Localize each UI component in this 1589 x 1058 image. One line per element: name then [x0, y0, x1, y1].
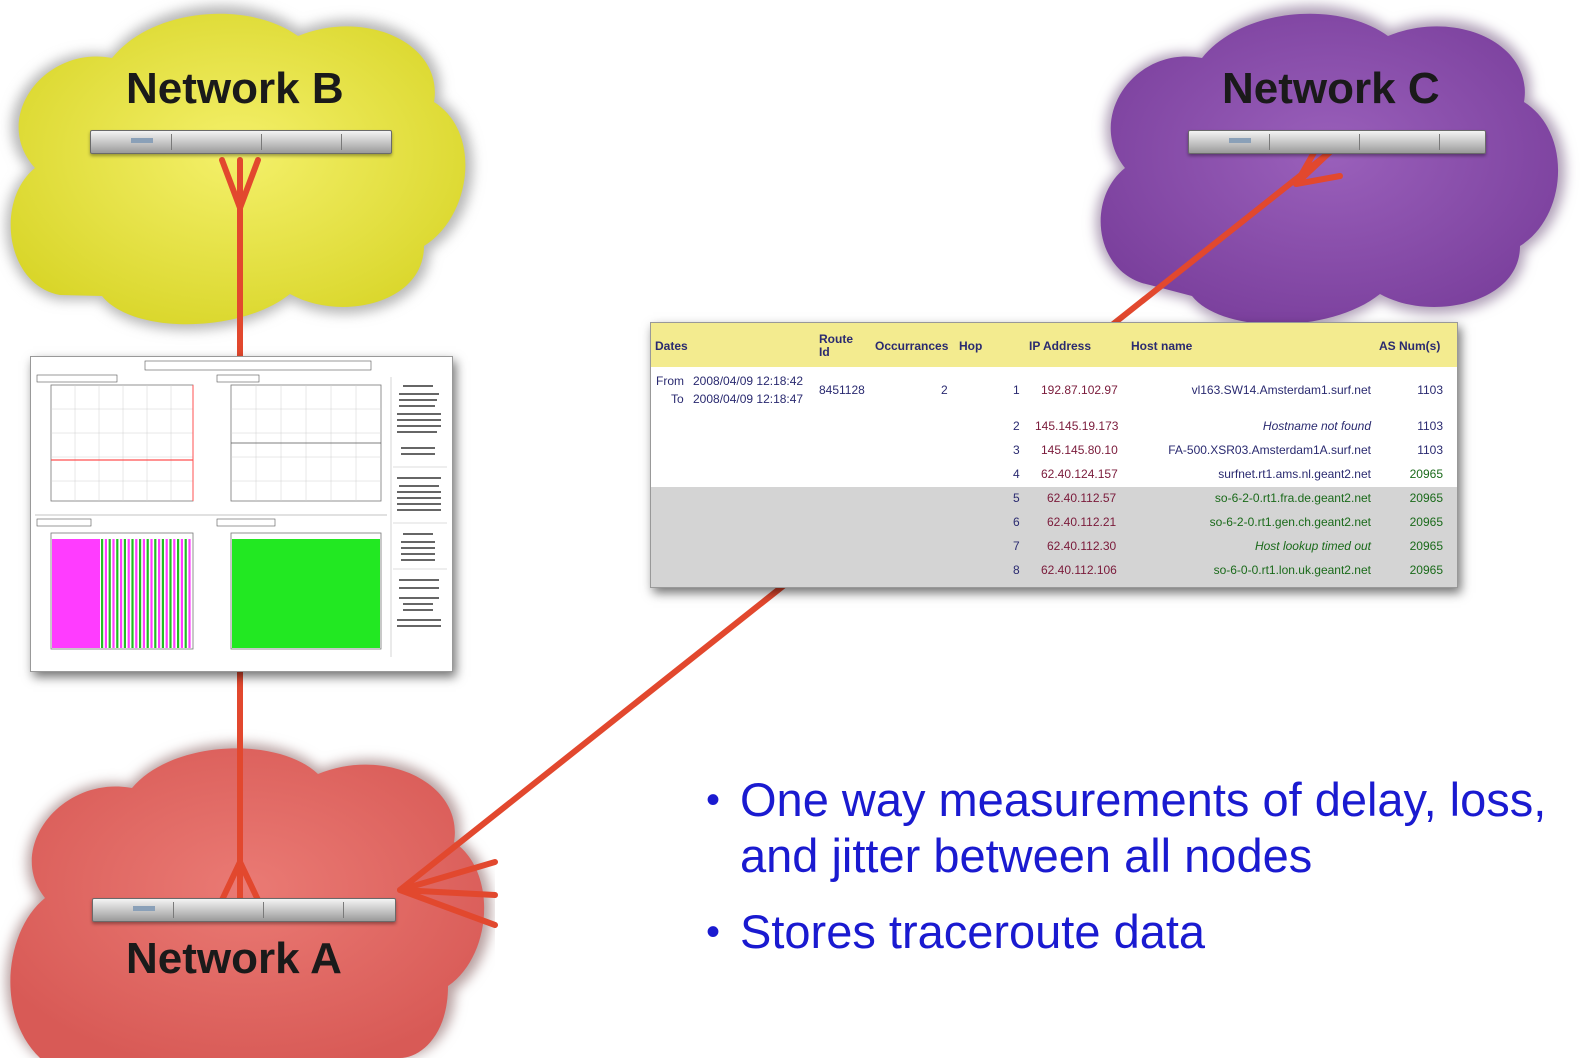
- loss-stripe: [142, 539, 145, 648]
- table-row-1-hop: 1: [1013, 383, 1020, 397]
- bullet-text-2: Stores traceroute data: [740, 905, 1206, 958]
- table-row-8-ip: 62.40.112.106: [1041, 563, 1117, 577]
- network-c-label: Network C: [1222, 64, 1440, 113]
- loss-stripe: [120, 539, 123, 648]
- header-hop: Hop: [959, 339, 983, 353]
- delay-graph-svg: [35, 360, 447, 657]
- header-host: Host name: [1131, 339, 1193, 353]
- to-label: To: [671, 392, 684, 406]
- loss-stripe: [123, 539, 126, 648]
- loss-area: [52, 539, 100, 648]
- delay-graph-panel: [30, 356, 453, 672]
- header-route-id: Route Id: [819, 332, 853, 359]
- loss-stripe: [180, 539, 183, 648]
- crowfoot-a-top: [219, 859, 261, 903]
- table-row-1-as: 1103: [1417, 383, 1443, 397]
- loss-stripe: [146, 539, 149, 648]
- loss-stripe: [116, 539, 119, 648]
- router-b: [90, 130, 392, 154]
- crowfoot-a-right: [397, 859, 498, 928]
- table-row-6-host: so-6-2-0.rt1.gen.ch.geant2.net: [1209, 515, 1371, 529]
- table-row-8-host: so-6-0-0.rt1.lon.uk.geant2.net: [1213, 563, 1371, 577]
- table-row-2-hop: 2: [1013, 419, 1020, 433]
- traceroute-header: Dates Route Id Occurrances Hop IP Addres…: [651, 323, 1457, 367]
- table-row-4-hop: 4: [1013, 467, 1020, 481]
- bullet-list: • One way measurements of delay, loss, a…: [706, 772, 1566, 980]
- loss-stripe: [161, 539, 164, 648]
- bullet-dot-icon: •: [706, 910, 721, 954]
- table-row-3-as: 1103: [1417, 443, 1443, 457]
- bullet-text-1: One way measurements of delay, loss, and…: [740, 773, 1547, 882]
- loss-stripe: [131, 539, 134, 648]
- table-row-1-host: vl163.SW14.Amsterdam1.surf.net: [1191, 383, 1371, 397]
- bullet-dot-icon: •: [706, 778, 721, 822]
- route-id-value: 8451128: [819, 383, 865, 397]
- table-row-8-as: 20965: [1409, 563, 1443, 577]
- network-b-label: Network B: [126, 64, 344, 113]
- table-row-2-as: 1103: [1417, 419, 1443, 433]
- loss-stripe: [165, 539, 168, 648]
- loss-stripe: [184, 539, 187, 648]
- header-ip: IP Address: [1029, 339, 1092, 353]
- crowfoot-b: [219, 157, 261, 211]
- loss-stripe: [188, 539, 191, 648]
- table-row-1-ip: 192.87.102.97: [1041, 383, 1118, 397]
- from-label: From: [656, 374, 684, 388]
- table-row-2-ip: 145.145.19.173: [1035, 419, 1119, 433]
- table-row-3-ip: 145.145.80.10: [1041, 443, 1118, 457]
- table-row-5-ip: 62.40.112.57: [1047, 491, 1117, 505]
- bullet-item-1: • One way measurements of delay, loss, a…: [706, 772, 1566, 884]
- to-date: 2008/04/09 12:18:47: [693, 392, 804, 406]
- loss-stripe: [104, 539, 107, 648]
- table-row-5-hop: 5: [1013, 491, 1020, 505]
- traceroute-table: Dates Route Id Occurrances Hop IP Addres…: [650, 322, 1458, 588]
- loss-stripe: [108, 539, 111, 648]
- loss-stripe: [127, 539, 130, 648]
- loss-stripe: [135, 539, 138, 648]
- cloud-a-mask: [495, 860, 755, 1058]
- header-as: AS Num(s): [1379, 339, 1441, 353]
- header-occurrances: Occurrances: [875, 339, 949, 353]
- loss-stripe: [150, 539, 153, 648]
- grey-row-band: [651, 487, 1457, 587]
- table-row-6-as: 20965: [1409, 515, 1443, 529]
- loss-stripe: [112, 539, 115, 648]
- from-date: 2008/04/09 12:18:42: [693, 374, 804, 388]
- table-row-7-ip: 62.40.112.30: [1047, 539, 1117, 553]
- table-row-3-hop: 3: [1013, 443, 1020, 457]
- table-row-4-ip: 62.40.124.157: [1041, 467, 1118, 481]
- loss-stripe: [169, 539, 172, 648]
- loss-stripes: [101, 539, 191, 648]
- loss-stripe: [139, 539, 142, 648]
- table-row-4-as: 20965: [1409, 467, 1443, 481]
- header-dates: Dates: [655, 339, 688, 353]
- received-area: [232, 539, 380, 648]
- table-row-2-host: Hostname not found: [1262, 419, 1371, 433]
- occurrances-value: 2: [941, 383, 948, 397]
- table-row-7-host: Host lookup timed out: [1254, 539, 1371, 553]
- delay-plot: [50, 384, 194, 502]
- table-row-4-host: surfnet.rt1.ams.nl.geant2.net: [1218, 467, 1371, 481]
- router-c: [1188, 130, 1486, 154]
- table-row-7-hop: 7: [1013, 539, 1020, 553]
- table-row-7-as: 20965: [1409, 539, 1443, 553]
- loss-stripe: [177, 539, 180, 648]
- table-row-6-hop: 6: [1013, 515, 1020, 529]
- table-row-8-hop: 8: [1013, 563, 1020, 577]
- table-row-6-ip: 62.40.112.21: [1047, 515, 1117, 529]
- loss-stripe: [173, 539, 176, 648]
- router-a: [92, 898, 396, 922]
- loss-stripe: [101, 539, 104, 648]
- network-a-label: Network A: [126, 934, 342, 983]
- loss-stripe: [158, 539, 161, 648]
- table-row-5-as: 20965: [1409, 491, 1443, 505]
- table-row-3-host: FA-500.XSR03.Amsterdam1A.surf.net: [1168, 443, 1371, 457]
- table-row-5-host: so-6-2-0.rt1.fra.de.geant2.net: [1214, 491, 1371, 505]
- bullet-item-2: • Stores traceroute data: [706, 904, 1566, 960]
- loss-stripe: [154, 539, 157, 648]
